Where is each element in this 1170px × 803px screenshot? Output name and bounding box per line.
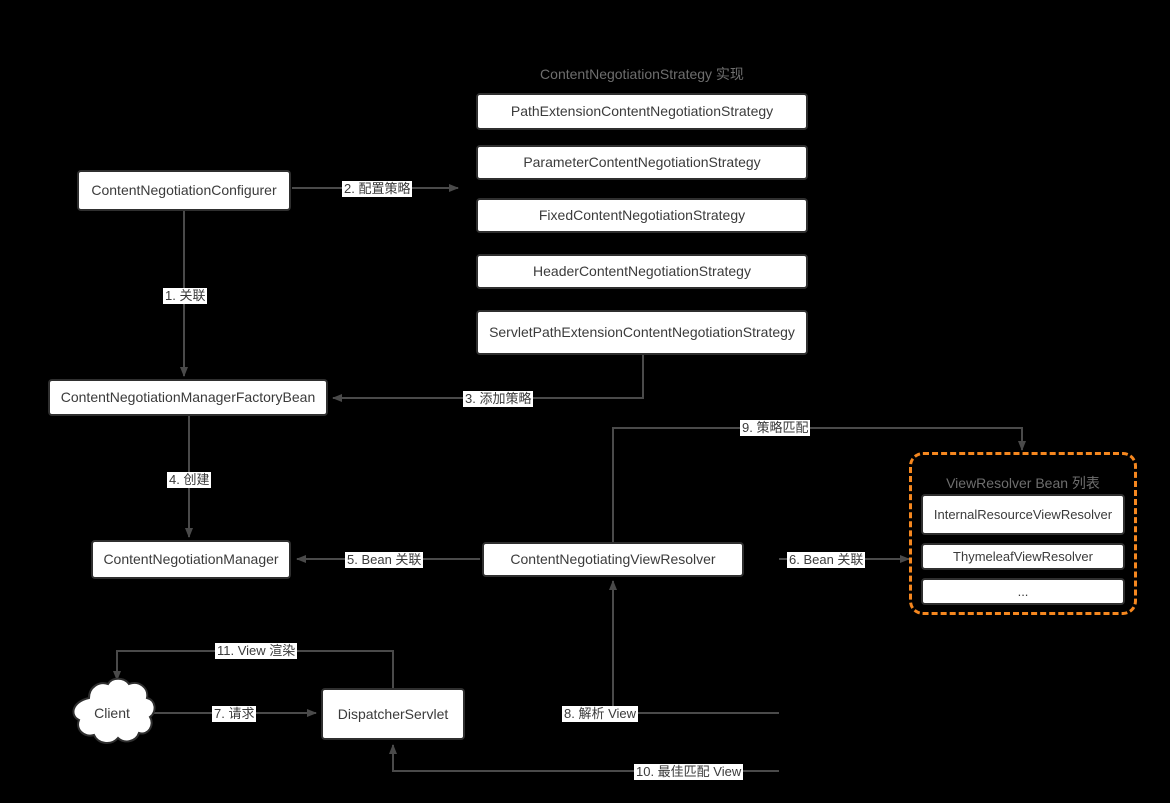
edge-label-11: 11. View 渲染	[215, 643, 298, 659]
node-content-negotiation-manager-factory-bean[interactable]: ContentNegotiationManagerFactoryBean	[48, 379, 328, 416]
edge-label-9: 9. 策略匹配	[740, 420, 811, 436]
node-content-negotiation-configurer[interactable]: ContentNegotiationConfigurer	[77, 170, 291, 211]
node-client-label: Client	[94, 705, 130, 721]
edge-label-3: 3. 添加策略	[463, 391, 534, 407]
edge-8-resolve-view	[609, 580, 779, 714]
edge-label-1: 1. 关联	[163, 288, 208, 304]
edge-label-5: 5. Bean 关联	[345, 552, 424, 568]
edge-label-6: 6. Bean 关联	[787, 552, 866, 568]
node-parameter-content-negotiation-strategy[interactable]: ParameterContentNegotiationStrategy	[476, 145, 808, 180]
node-content-negotiation-manager[interactable]: ContentNegotiationManager	[91, 540, 291, 579]
edge-label-2: 2. 配置策略	[342, 181, 413, 197]
viewresolver-bean-group	[909, 452, 1137, 615]
strategy-section-title: ContentNegotiationStrategy 实现	[540, 66, 744, 82]
node-header-content-negotiation-strategy[interactable]: HeaderContentNegotiationStrategy	[476, 254, 808, 289]
node-internal-resource-view-resolver[interactable]: InternalResourceViewResolver	[921, 494, 1125, 535]
node-path-extension-content-negotiation-strategy[interactable]: PathExtensionContentNegotiationStrategy	[476, 93, 808, 130]
edge-label-10: 10. 最佳匹配 View	[634, 764, 744, 780]
edge-label-7: 7. 请求	[212, 706, 257, 722]
node-dispatcher-servlet[interactable]: DispatcherServlet	[321, 688, 465, 740]
node-servlet-path-extension-content-negotiation-strategy[interactable]: ServletPathExtensionContentNegotiationSt…	[476, 310, 808, 355]
node-content-negotiating-view-resolver[interactable]: ContentNegotiatingViewResolver	[482, 542, 744, 577]
node-thymeleaf-view-resolver[interactable]: ThymeleafViewResolver	[921, 543, 1125, 570]
node-viewresolver-ellipsis[interactable]: ...	[921, 578, 1125, 605]
node-fixed-content-negotiation-strategy[interactable]: FixedContentNegotiationStrategy	[476, 198, 808, 233]
node-client-cloud[interactable]	[65, 676, 159, 752]
viewresolver-group-title: ViewResolver Bean 列表	[946, 475, 1100, 491]
edge-label-4: 4. 创建	[167, 472, 212, 488]
edge-label-8: 8. 解析 View	[562, 706, 639, 722]
